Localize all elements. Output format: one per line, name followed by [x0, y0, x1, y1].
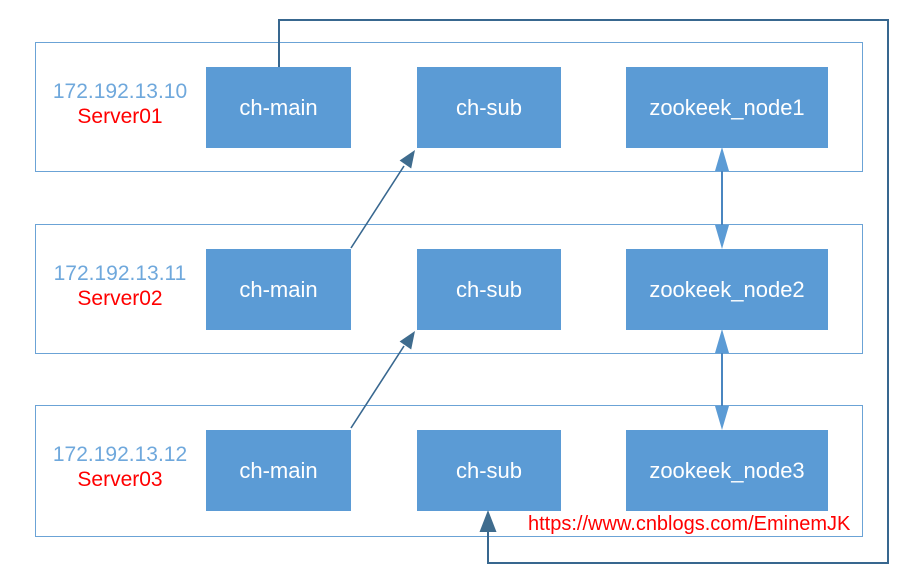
server03-label: 172.192.13.12 Server03 [44, 442, 196, 492]
server02-ip: 172.192.13.11 [53, 262, 187, 285]
server01-ch-main-node: ch-main [206, 67, 351, 148]
server02-box: 172.192.13.11 Server02 ch-main ch-sub zo… [35, 224, 863, 354]
server02-label: 172.192.13.11 Server02 [44, 261, 196, 311]
server03-ch-sub-node: ch-sub [417, 430, 561, 511]
server02-ch-main-node: ch-main [206, 249, 351, 330]
watermark-url: https://www.cnblogs.com/EminemJK [528, 513, 851, 535]
server03-ch-main-node: ch-main [206, 430, 351, 511]
server03-zookeeper-node: zookeek_node3 [626, 430, 828, 511]
server02-zookeeper-node: zookeek_node2 [626, 249, 828, 330]
server01-zookeeper-node: zookeek_node1 [626, 67, 828, 148]
server02-name: Server02 [77, 287, 163, 310]
server01-ch-sub-node: ch-sub [417, 67, 561, 148]
server01-label: 172.192.13.10 Server01 [44, 79, 196, 129]
server01-name: Server01 [77, 105, 163, 128]
server03-ip: 172.192.13.12 [52, 443, 188, 466]
server02-ch-sub-node: ch-sub [417, 249, 561, 330]
server01-ip: 172.192.13.10 [52, 80, 188, 103]
server03-name: Server03 [77, 468, 163, 491]
server01-box: 172.192.13.10 Server01 ch-main ch-sub zo… [35, 42, 863, 172]
